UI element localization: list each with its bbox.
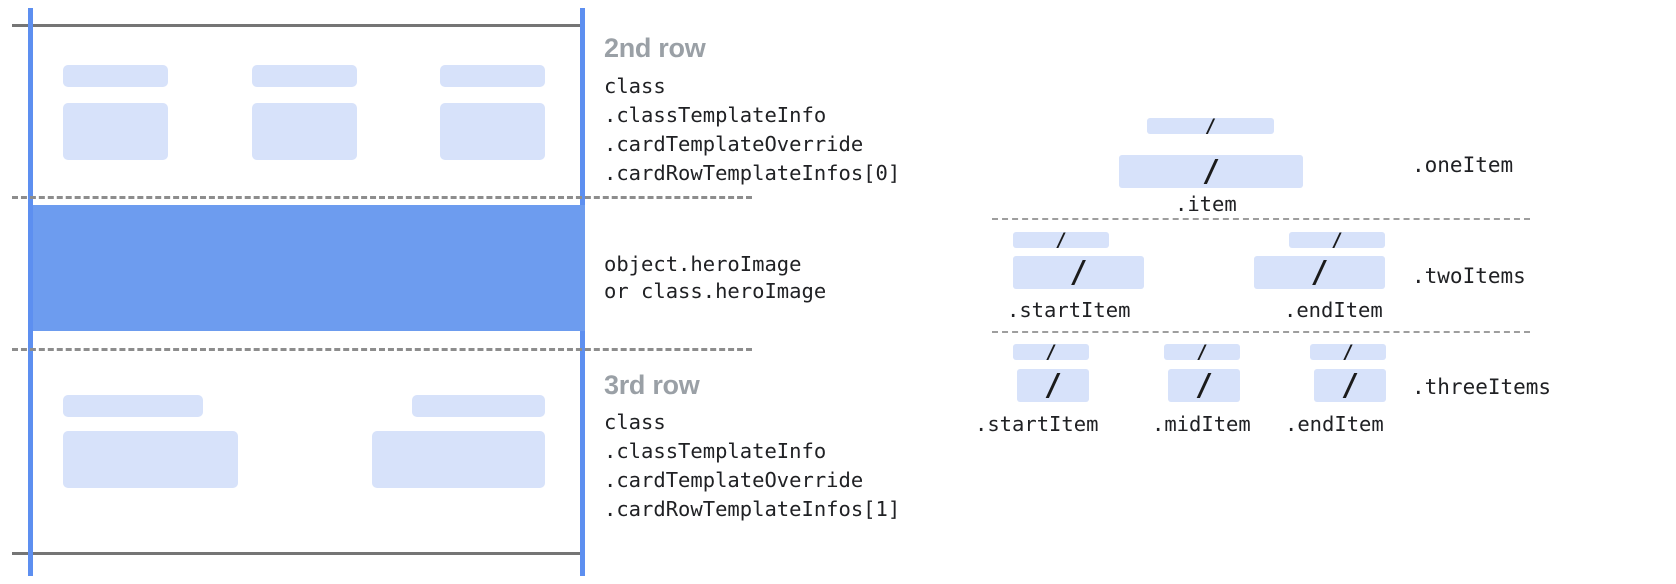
second-row-code-line-3: .cardRowTemplateInfos[0] [604, 161, 901, 185]
three-items-mid-title-slot: / [1164, 340, 1240, 363]
second-row-cell-1-body [63, 103, 168, 160]
one-item-title-slot: / [1147, 114, 1274, 137]
three-items-end-title-slot: / [1310, 340, 1386, 363]
third-row-code-line-2: .cardTemplateOverride [604, 468, 864, 492]
third-row-cell-2-body [372, 431, 545, 488]
divider-one-two [992, 218, 1530, 220]
card-top-rule [12, 24, 584, 27]
hero-row-code-line-1: or class.heroImage [604, 279, 827, 303]
one-item-body-slot: / [1119, 155, 1303, 188]
second-row-cell-2-title [252, 65, 357, 87]
second-row-cell-1-title [63, 65, 168, 87]
slash-glyph: / [1342, 340, 1354, 363]
slash-glyph: / [1069, 254, 1088, 290]
two-items-label-end: .endItem [1284, 298, 1383, 322]
two-items-end-body-slot: / [1254, 256, 1385, 289]
second-row-code-line-0: class [604, 74, 666, 98]
third-row-cell-1-title [63, 395, 203, 417]
three-items-start-title-slot: / [1013, 340, 1089, 363]
divider-two-three [992, 331, 1530, 333]
slash-glyph: / [1204, 114, 1217, 137]
three-items-mid-body-slot: / [1168, 369, 1240, 402]
third-row-cell-2-title [412, 395, 545, 417]
third-row-code-line-3: .cardRowTemplateInfos[1] [604, 497, 901, 521]
slash-glyph: / [1340, 367, 1360, 403]
three-items-label-mid: .midItem [1152, 412, 1251, 436]
third-row-code-line-1: .classTemplateInfo [604, 439, 827, 463]
third-row-title: 3rd row [604, 370, 700, 400]
slash-glyph: / [1045, 340, 1057, 363]
two-items-label-start: .startItem [1007, 298, 1131, 322]
slash-glyph: / [1331, 228, 1343, 251]
group-label-one-item: .oneItem [1412, 153, 1514, 177]
second-row-cell-2-body [252, 103, 357, 160]
third-row-cell-1-body [63, 431, 238, 488]
one-item-label-item: .item [1175, 192, 1237, 216]
three-items-start-body-slot: / [1017, 369, 1089, 402]
slash-glyph: / [1194, 367, 1214, 403]
second-row-code-line-2: .cardTemplateOverride [604, 132, 864, 156]
slash-glyph: / [1310, 254, 1329, 290]
two-items-start-title-slot: / [1013, 228, 1109, 251]
divider-below-hero [12, 348, 752, 351]
slash-glyph: / [1043, 367, 1063, 403]
three-items-label-start: .startItem [975, 412, 1099, 436]
two-items-end-title-slot: / [1289, 228, 1385, 251]
hero-image-block [33, 205, 585, 331]
group-label-three-items: .threeItems [1412, 375, 1552, 399]
second-row-cell-3-body [440, 103, 545, 160]
left-card-mock [0, 0, 752, 584]
three-items-end-body-slot: / [1314, 369, 1386, 402]
second-row-cell-3-title [440, 65, 545, 87]
hero-row-code-line-0: object.heroImage [604, 252, 802, 276]
slash-glyph: / [1201, 153, 1221, 189]
divider-above-hero [12, 196, 752, 199]
card-left-guide [28, 8, 33, 576]
slash-glyph: / [1055, 228, 1067, 251]
third-row-code-line-0: class [604, 410, 666, 434]
three-items-label-end: .endItem [1285, 412, 1384, 436]
group-label-two-items: .twoItems [1412, 264, 1526, 288]
card-bottom-rule [12, 552, 584, 555]
two-items-start-body-slot: / [1013, 256, 1144, 289]
second-row-title: 2nd row [604, 33, 706, 63]
slash-glyph: / [1196, 340, 1208, 363]
second-row-code-line-1: .classTemplateInfo [604, 103, 827, 127]
